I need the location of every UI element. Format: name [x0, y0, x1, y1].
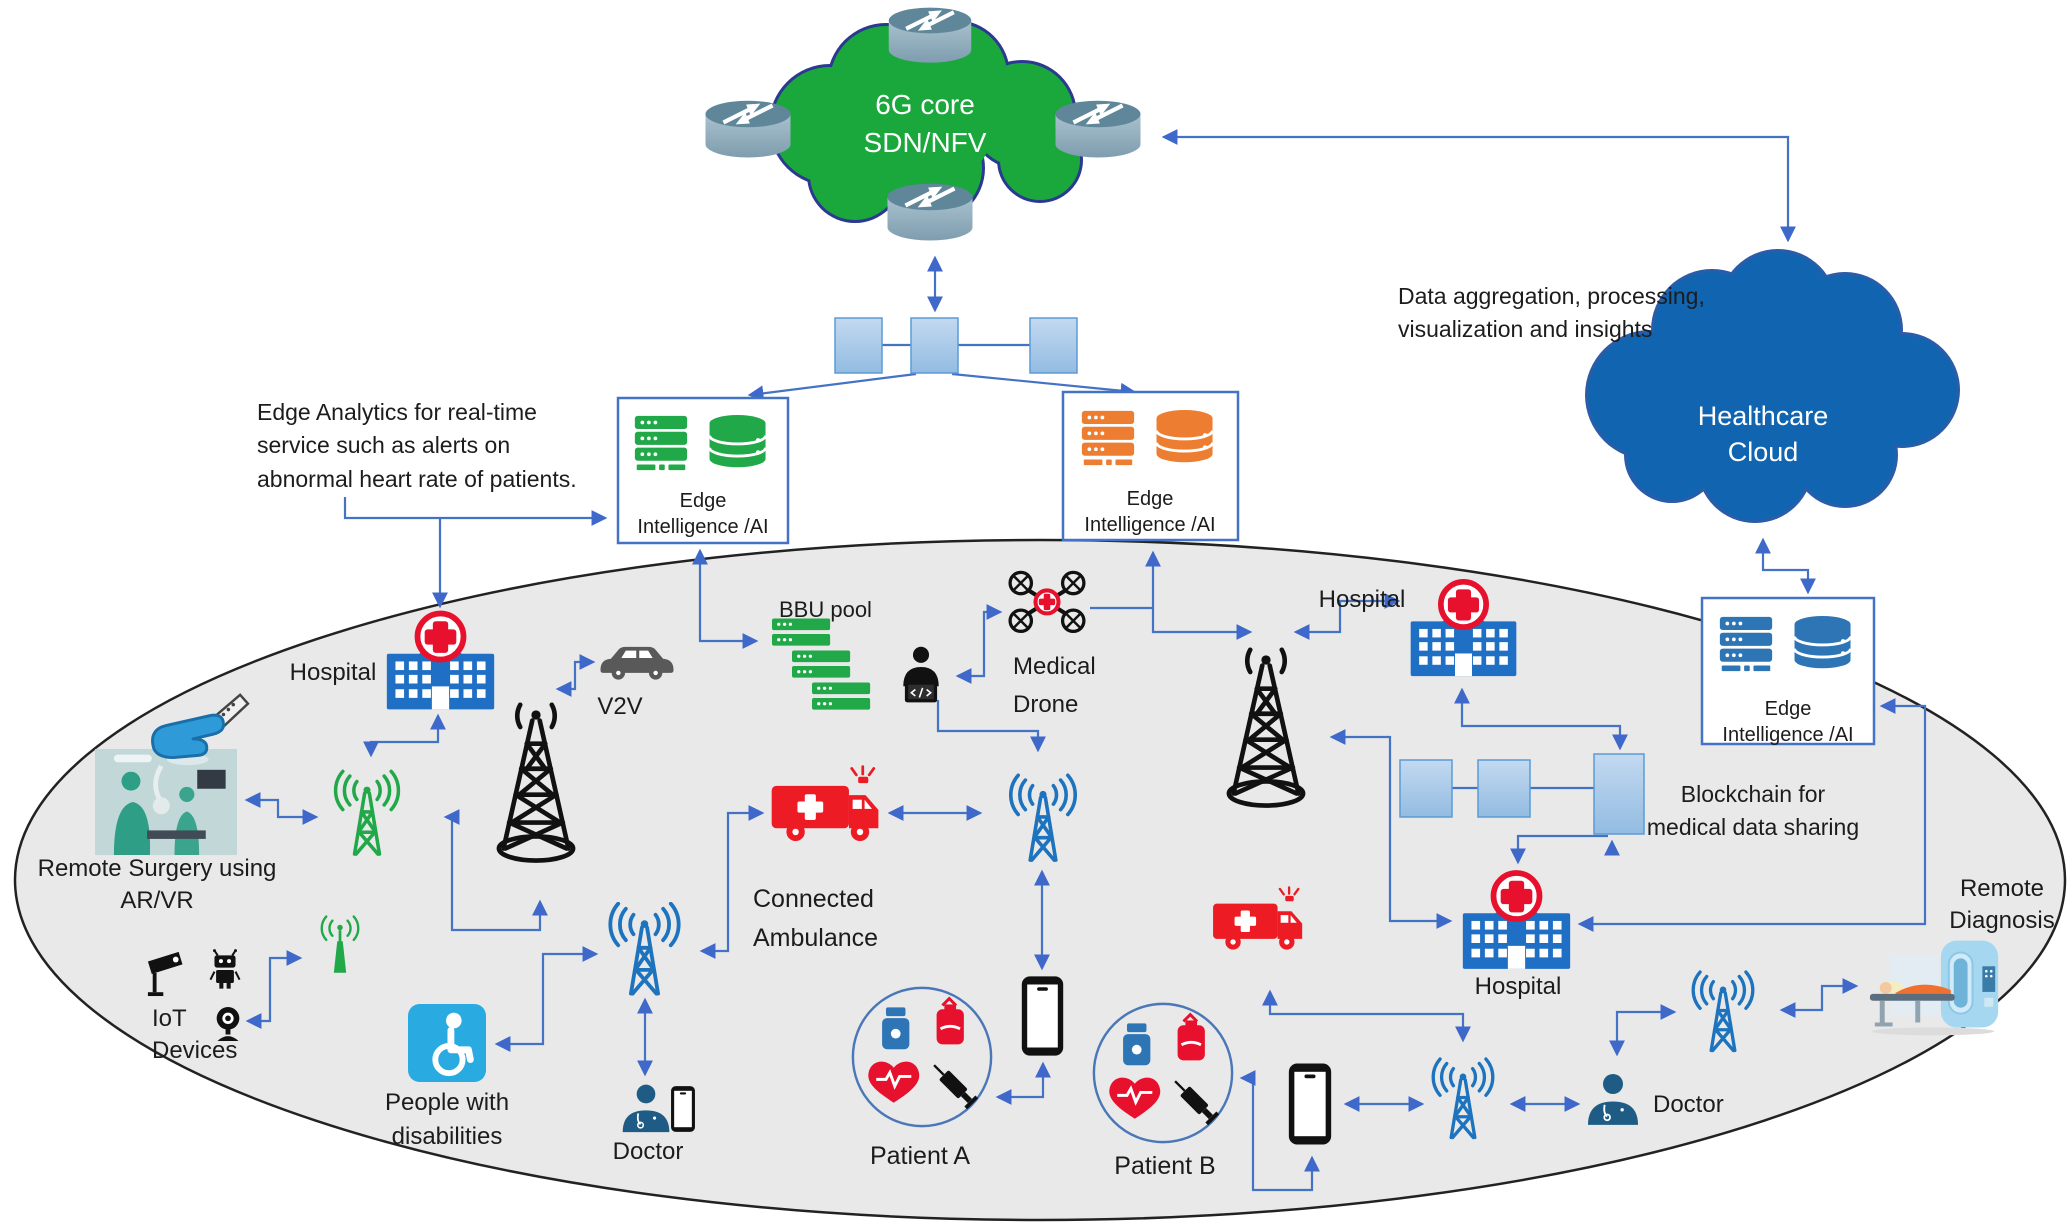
smartphone-icon — [1021, 976, 1064, 1056]
router-icon — [889, 8, 972, 63]
connector-hospital-bottom-to-edge-right — [1577, 698, 1927, 932]
smartphone-icon — [1288, 1063, 1332, 1145]
switch-square — [834, 317, 883, 374]
connector-tower-to-hospital-top — [1293, 593, 1401, 640]
wheelchair-icon — [408, 1004, 486, 1082]
connector-black-tower-to-v2v — [555, 654, 596, 697]
connector-hospital-top-to-blockchain — [1454, 687, 1628, 751]
surgery-photo — [95, 749, 237, 855]
router-icon — [1056, 101, 1141, 158]
connector-tower-to-hospital-bottom — [1329, 729, 1453, 929]
connector-surgery-to-green-tower — [244, 792, 319, 825]
healthcare-cloud — [1585, 249, 1960, 523]
connector-blockchain-to-hospital-bottom — [1510, 834, 1608, 865]
connector-switch-to-edge-mid — [951, 372, 1137, 399]
connector-core-to-healthcare-cloud — [1161, 129, 1796, 243]
switch-square — [910, 317, 959, 374]
connector-switch-to-edge-left — [747, 372, 917, 402]
block-square — [1477, 759, 1531, 818]
connector-operator-to-relay — [936, 700, 1046, 753]
router-icon — [706, 101, 791, 158]
connector-iot-to-antenna — [245, 950, 303, 1029]
smartphone-icon — [671, 1086, 695, 1132]
connector-hospital-left-to-green-tower — [363, 713, 446, 758]
switch-square — [1029, 317, 1078, 374]
block-square — [1399, 759, 1453, 818]
connector-edge-mid-to-tower — [1151, 608, 1253, 640]
connector-blue-tower-to-ambulance — [699, 805, 765, 959]
connector-layer — [244, 129, 1927, 1192]
connector-doctor-right-to-antenna — [1609, 1004, 1677, 1057]
connector-cloud-to-edge-right — [1755, 537, 1816, 595]
connector-antenna-to-mri — [1779, 978, 1859, 1018]
block-square — [1593, 753, 1645, 835]
connector-disabilities-to-blue-tower — [494, 946, 599, 1052]
connector-patient-b-to-phone-b — [1239, 1070, 1320, 1192]
router-icon — [888, 184, 973, 241]
connector-ambulance2-to-tower-b — [1262, 989, 1471, 1043]
connector-edge-left-to-bbu — [692, 548, 759, 649]
connector-operator-to-drone — [955, 604, 1003, 684]
blockchain-blocks — [1399, 753, 1645, 835]
connector-green-tower-to-black-tower — [443, 809, 548, 932]
switch-squares — [834, 317, 1078, 374]
connector-phone-a-to-patient-a — [995, 1061, 1051, 1105]
connector-note-to-edge-left — [343, 497, 608, 526]
